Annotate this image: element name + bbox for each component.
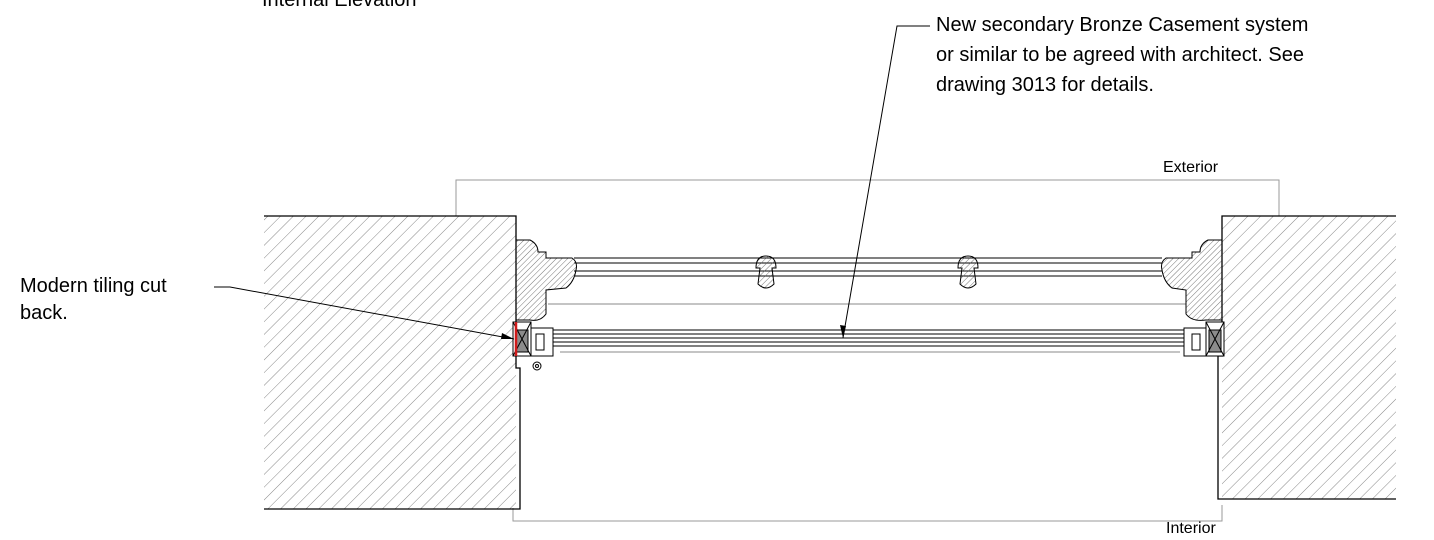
- title-partial: Internal Elevation: [262, 0, 417, 11]
- interior-label: Interior: [1166, 520, 1216, 537]
- tiling-callout-line2: back.: [20, 302, 68, 324]
- existing-timber-window: [515, 239, 1223, 321]
- leader-arrow-tiling: [501, 333, 514, 339]
- interior-extent-line: [512, 505, 1223, 522]
- right-wall: [1217, 215, 1396, 500]
- exterior-label: Exterior: [1163, 159, 1219, 176]
- casement-callout-line3: drawing 3013 for details.: [936, 74, 1154, 96]
- tiling-callout-line1: Modern tiling cut: [20, 275, 167, 297]
- leader-lines: [214, 25, 930, 340]
- exterior-extent-line: [455, 179, 1280, 216]
- casement-callout-line2: or similar to be agreed with architect. …: [936, 44, 1304, 66]
- left-wall: [264, 215, 521, 510]
- secondary-casement: [512, 321, 1225, 371]
- leader-arrow-casement: [840, 325, 846, 338]
- casement-callout-line1: New secondary Bronze Casement system: [936, 14, 1309, 36]
